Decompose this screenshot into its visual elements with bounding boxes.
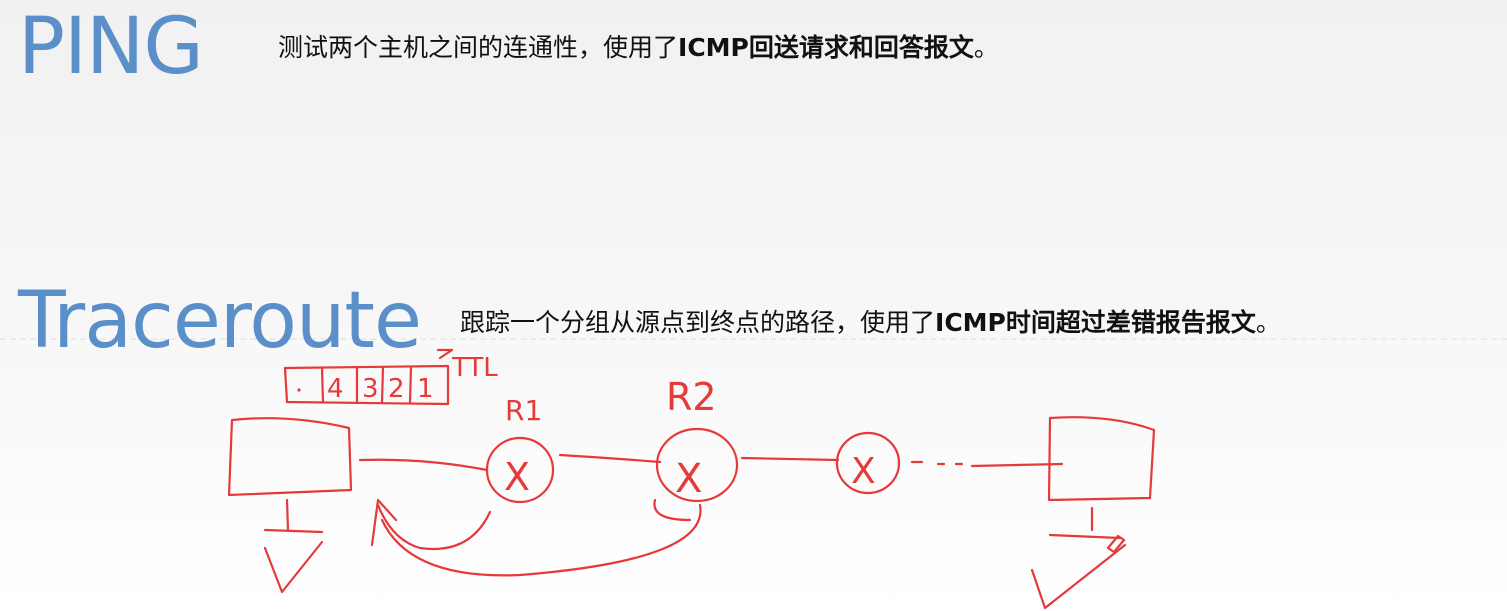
ping-description: 测试两个主机之间的连通性，使用了ICMP回送请求和回答报文。 (278, 28, 999, 64)
link-r1-r2 (558, 453, 662, 464)
packet-divider (380, 365, 385, 405)
router-r2-circle (655, 427, 739, 503)
ping-heading: PING (18, 2, 204, 92)
packet-cell-1: 1 (417, 374, 434, 404)
destination-check-mark (1030, 543, 1127, 610)
ping-desc-bold: ICMP回送请求和回答报文 (678, 33, 974, 62)
packet-cell-3: 3 (362, 374, 379, 404)
router-r2: X R2 (655, 375, 739, 503)
link-r2-r3 (740, 456, 840, 462)
ping-desc-text: 测试两个主机之间的连通性，使用了 (278, 33, 679, 62)
ping-desc-end: 。 (973, 33, 999, 62)
ttl-label: TTL (451, 353, 498, 383)
return-arrowhead (370, 498, 398, 547)
router-3-mark: X (851, 451, 876, 492)
pen-cursor-icon (1106, 534, 1126, 554)
traceroute-desc-end: 。 (1255, 308, 1281, 337)
router-3-circle (835, 431, 901, 495)
background-divider (0, 338, 1507, 340)
source-host (227, 417, 353, 594)
destination-host (1030, 416, 1156, 610)
router-r1-circle (485, 436, 555, 504)
router-r2-mark: X (675, 456, 702, 502)
link-dotted (910, 460, 1064, 468)
router-r1: X R1 (485, 394, 555, 504)
destination-host-stand (1048, 506, 1122, 540)
router-r1-mark: X (504, 455, 530, 499)
packet-cell-4: 4 (327, 374, 344, 404)
source-host-stand (263, 498, 324, 534)
traceroute-desc-text: 跟踪一个分组从源点到终点的路径，使用了 (460, 308, 936, 337)
return-arrow-r2 (380, 498, 702, 577)
traceroute-heading: Traceroute (18, 276, 422, 366)
packet-divider (408, 365, 413, 405)
traceroute-description: 跟踪一个分组从源点到终点的路径，使用了ICMP时间超过差错报告报文。 (460, 303, 1281, 339)
router-r2-label: R2 (666, 375, 717, 419)
router-r1-label: R1 (505, 394, 542, 427)
source-host-box (227, 417, 353, 497)
return-arrow-r1 (376, 503, 492, 550)
packet-diagram: TTL 4 3 2 1 (283, 348, 498, 406)
packet-outline (283, 364, 450, 406)
link-host-r1 (358, 458, 489, 472)
router-3: X (835, 431, 901, 495)
source-check-mark (263, 540, 324, 594)
packet-cell-2: 2 (388, 374, 405, 404)
destination-host-box (1047, 416, 1156, 502)
traceroute-desc-bold: ICMP时间超过差错报告报文 (935, 308, 1256, 337)
packet-divider (320, 366, 325, 404)
ttl-bracket (436, 348, 454, 360)
packet-dot (297, 388, 301, 392)
